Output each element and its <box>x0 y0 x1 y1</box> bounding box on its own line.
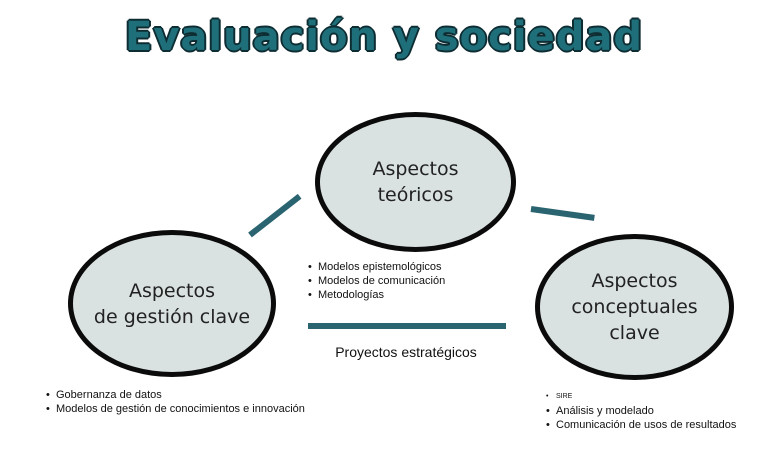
list-item: Modelos epistemológicos <box>308 260 445 274</box>
list-item: Modelos de gestión de conocimientos e in… <box>46 402 305 416</box>
list-item: Análisis y modelado <box>546 404 736 418</box>
node-theoretical-label: Aspectos teóricos <box>372 158 459 206</box>
node-conceptual: Aspectos conceptuales clave <box>535 234 734 380</box>
node-theoretical: Aspectos teóricos <box>315 112 516 252</box>
node-management-label: Aspectos de gestión clave <box>93 279 251 328</box>
list-theoretical: Modelos epistemológicos Modelos de comun… <box>308 260 445 302</box>
node-management: Aspectos de gestión clave <box>68 230 276 377</box>
connector-bottom <box>308 323 506 329</box>
list-item: SIRE <box>546 390 736 404</box>
list-conceptual: SIRE Análisis y modelado Comunicación de… <box>546 390 736 432</box>
center-label: Proyectos estratégicos <box>335 344 477 360</box>
list-item: Metodologías <box>308 288 445 302</box>
connector-left <box>248 193 302 238</box>
connector-right <box>530 206 595 221</box>
page-title: Evaluación y sociedad <box>125 14 643 60</box>
list-item: Comunicación de usos de resultados <box>546 418 736 432</box>
node-conceptual-label: Aspectos conceptuales clave <box>571 270 698 344</box>
list-item: Gobernanza de datos <box>46 388 305 402</box>
list-item: Modelos de comunicación <box>308 274 445 288</box>
list-management: Gobernanza de datos Modelos de gestión d… <box>46 388 305 416</box>
